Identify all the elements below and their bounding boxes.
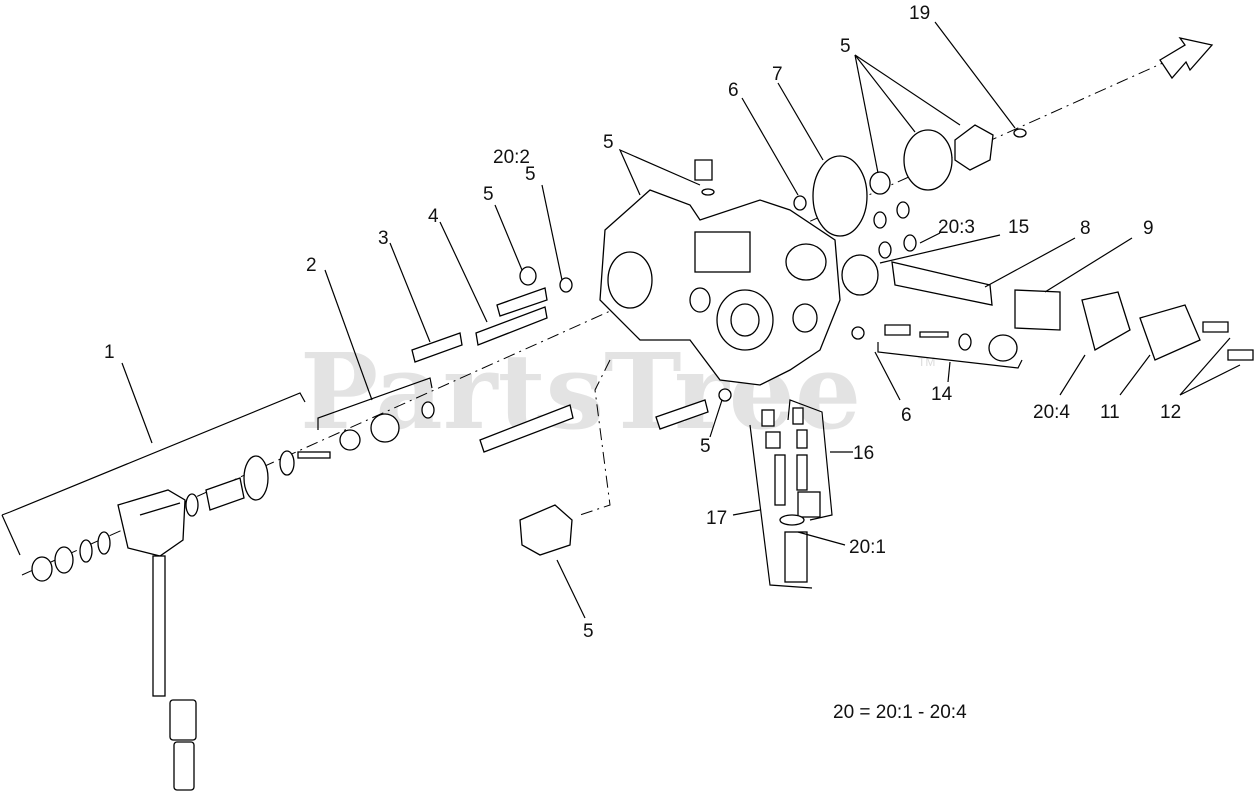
callout-4: 4 <box>428 206 439 227</box>
bolts <box>411 266 732 453</box>
callout-2: 2 <box>306 255 317 276</box>
callout-19: 19 <box>909 3 930 24</box>
callout-5: 5 <box>483 184 494 205</box>
callout-12: 12 <box>1160 402 1181 423</box>
check-valve-parts <box>761 407 821 583</box>
callout-9: 9 <box>1143 218 1154 239</box>
callout-7: 7 <box>772 64 783 85</box>
callout-16: 16 <box>853 443 874 464</box>
gear-pump-parts <box>793 124 1027 259</box>
callout-11: 11 <box>1100 402 1120 423</box>
callout-5: 5 <box>525 164 536 185</box>
callout-5: 5 <box>603 132 614 153</box>
callout-20-1: 20:1 <box>849 537 886 558</box>
callout-15: 15 <box>1008 217 1029 238</box>
footnote: 20 = 20:1 - 20:4 <box>833 702 967 723</box>
solenoid-assembly <box>31 450 295 791</box>
callout-3: 3 <box>378 228 389 249</box>
valve-body <box>599 159 841 386</box>
relief-valve-parts <box>841 254 1254 362</box>
callout-14: 14 <box>931 384 953 405</box>
callout-5: 5 <box>840 36 851 57</box>
direction-arrow-icon <box>1159 37 1214 80</box>
callout-8: 8 <box>1080 218 1091 239</box>
callout-6: 6 <box>728 80 739 101</box>
callout-5: 5 <box>700 436 711 457</box>
callout-17: 17 <box>706 508 727 529</box>
spool-valve <box>297 401 435 459</box>
callout-20-4: 20:4 <box>1033 402 1070 423</box>
leader-lines <box>1 21 1241 619</box>
callout-20-3: 20:3 <box>938 217 975 238</box>
callout-20-2: 20:2 <box>493 147 530 168</box>
assembly-axis <box>21 61 1166 576</box>
callout-5: 5 <box>583 621 594 642</box>
callout-1: 1 <box>104 342 115 363</box>
callout-labels: 1 2 3 4 5 5 5 5 5 5 6 6 7 8 9 11 12 14 1… <box>104 3 1181 642</box>
callout-6: 6 <box>901 405 912 426</box>
plug-part <box>519 504 573 556</box>
